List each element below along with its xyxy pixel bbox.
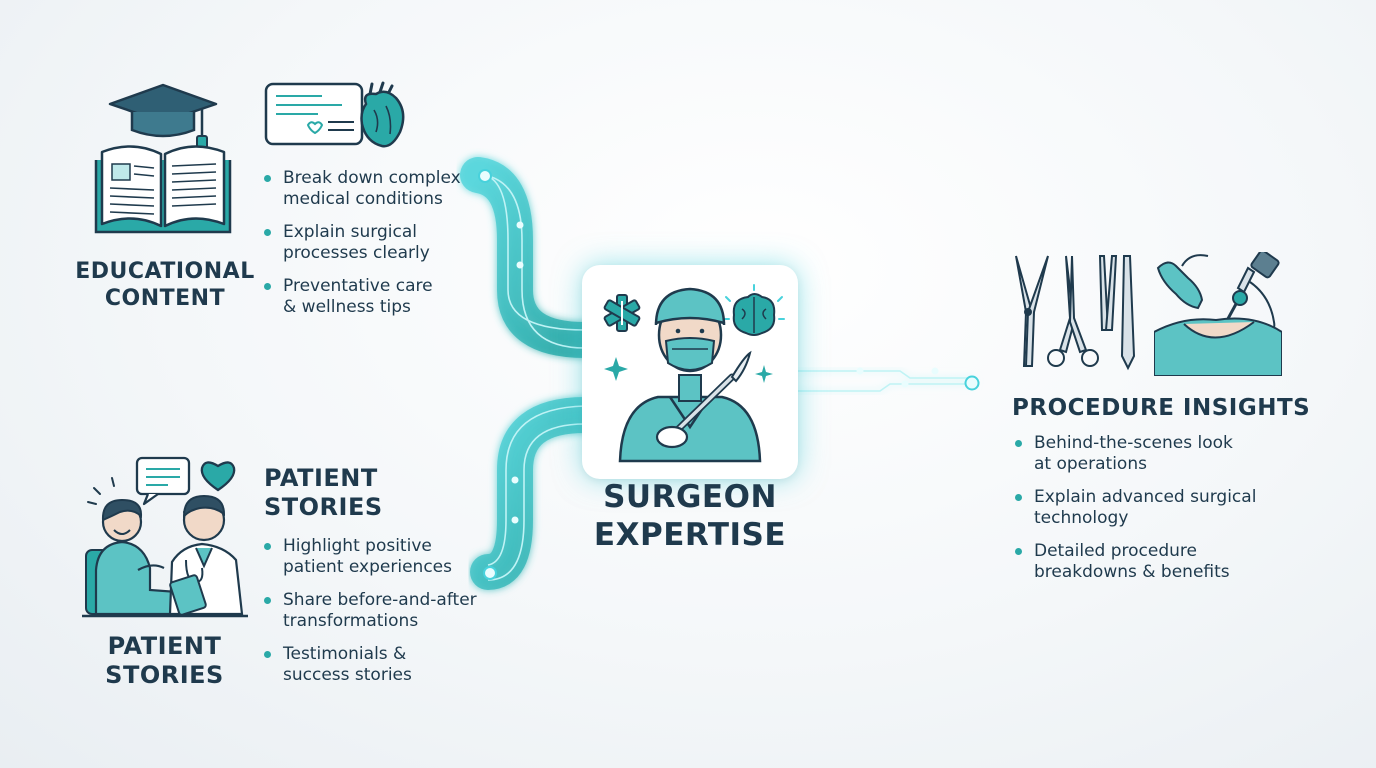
connector-node <box>931 367 939 375</box>
connector-node <box>964 375 980 391</box>
connector-node <box>478 169 492 183</box>
anatomical-heart-icon <box>360 81 405 148</box>
surgical-scissors-icon <box>1047 255 1099 367</box>
connector-node <box>856 367 864 375</box>
sparkle-icon <box>755 365 773 383</box>
patient-illustration <box>82 450 250 620</box>
connector-node <box>516 261 524 269</box>
sparkle-icon <box>604 357 628 381</box>
open-book-icon <box>94 145 232 234</box>
patient-icon <box>85 498 182 616</box>
connector-node <box>516 221 524 229</box>
brain-icon <box>723 284 785 336</box>
graduation-cap-icon <box>108 83 218 149</box>
connector-node <box>511 516 519 524</box>
patient-title: PATIENT STORIES <box>264 464 383 521</box>
patient-side-title: PATIENT STORIES <box>105 632 224 689</box>
scalpel-icon <box>655 350 752 449</box>
connector-node <box>511 476 519 484</box>
chat-bubble-icon <box>264 82 364 146</box>
chat-bubble-icon <box>135 456 191 506</box>
surgical-scissors-icon <box>1015 255 1049 367</box>
connector-node <box>483 566 497 580</box>
connector-node <box>901 380 909 388</box>
list-item: Testimonials &success stories <box>264 644 494 686</box>
surgeon-icon <box>618 287 762 463</box>
educational-title: EDUCATIONAL CONTENT <box>75 259 255 311</box>
instruments-illustration <box>1008 252 1148 376</box>
surgery-illustration <box>1153 249 1283 377</box>
connector-patient <box>470 397 603 590</box>
surgery-hand-icon <box>1156 254 1209 310</box>
doctor-icon <box>168 494 244 616</box>
educational-illustration <box>88 80 238 240</box>
medical-star-icon <box>603 294 641 332</box>
surgeon-card <box>582 265 798 479</box>
surgeon-title: SURGEON EXPERTISE <box>593 479 787 553</box>
connector-educational <box>460 157 603 358</box>
connector-procedure <box>775 363 995 403</box>
heart-icon <box>200 461 236 492</box>
procedure-title: PROCEDURE INSIGHTS <box>1012 395 1311 421</box>
list-item: Preventative care& wellness tips <box>264 276 494 318</box>
educational-chart-illustration <box>262 80 412 155</box>
forceps-icon <box>1098 255 1136 371</box>
